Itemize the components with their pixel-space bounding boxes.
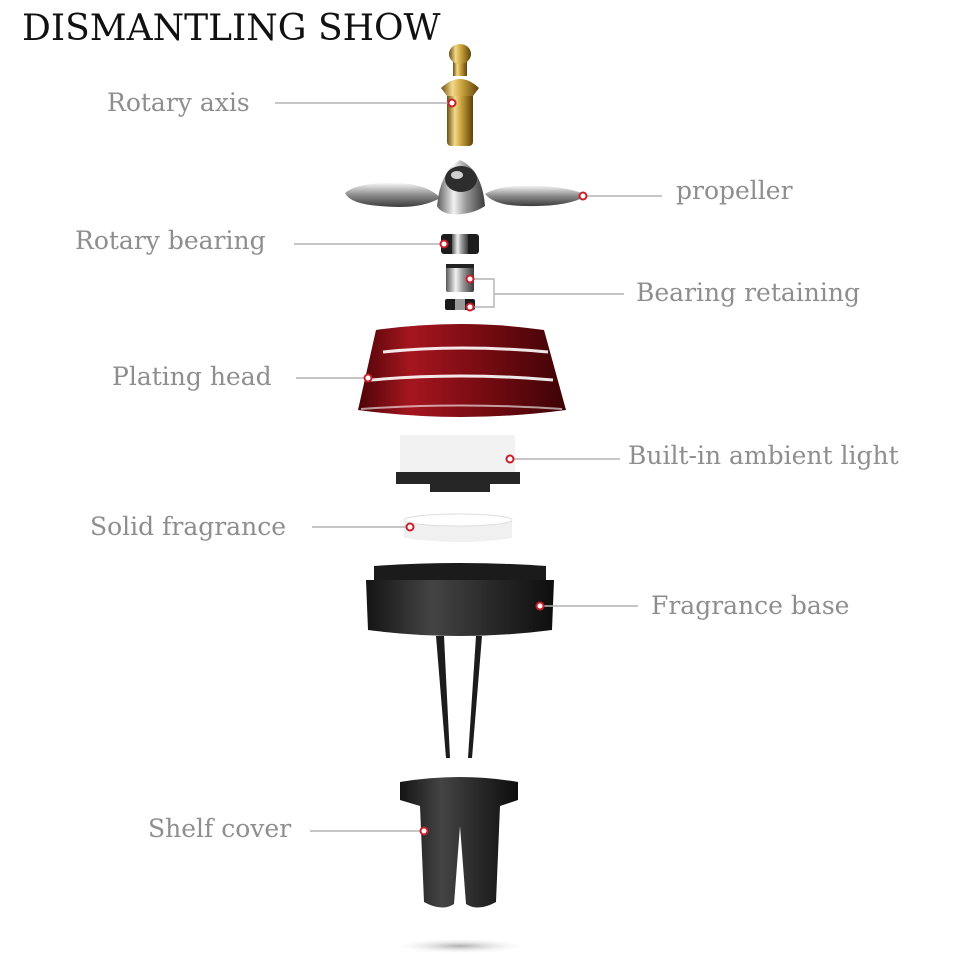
- plating-head-part: [358, 324, 566, 417]
- label-propeller: propeller: [676, 176, 793, 205]
- solid-fragrance-part: [403, 513, 513, 542]
- ambient-light-part: [396, 435, 520, 492]
- label-rotary-axis: Rotary axis: [107, 88, 250, 117]
- page-title: DISMANTLING SHOW: [22, 8, 441, 49]
- rotary-axis-part: [441, 44, 479, 146]
- label-fragrance-base: Fragrance base: [651, 591, 850, 620]
- label-ambient-light: Built-in ambient light: [628, 441, 899, 470]
- fragrance-base-part: [366, 563, 554, 758]
- propeller-part: [345, 160, 586, 215]
- label-plating-head: Plating head: [112, 362, 272, 391]
- rotary-bearing-part: [441, 234, 479, 254]
- label-rotary-bearing: Rotary bearing: [75, 226, 266, 255]
- label-bearing-retaining: Bearing retaining: [636, 278, 860, 307]
- label-solid-fragrance: Solid fragrance: [90, 512, 286, 541]
- shelf-cover-part: [390, 777, 530, 954]
- part-markers: [363, 98, 588, 836]
- leader-lines: [275, 102, 662, 832]
- label-shelf-cover: Shelf cover: [148, 814, 292, 843]
